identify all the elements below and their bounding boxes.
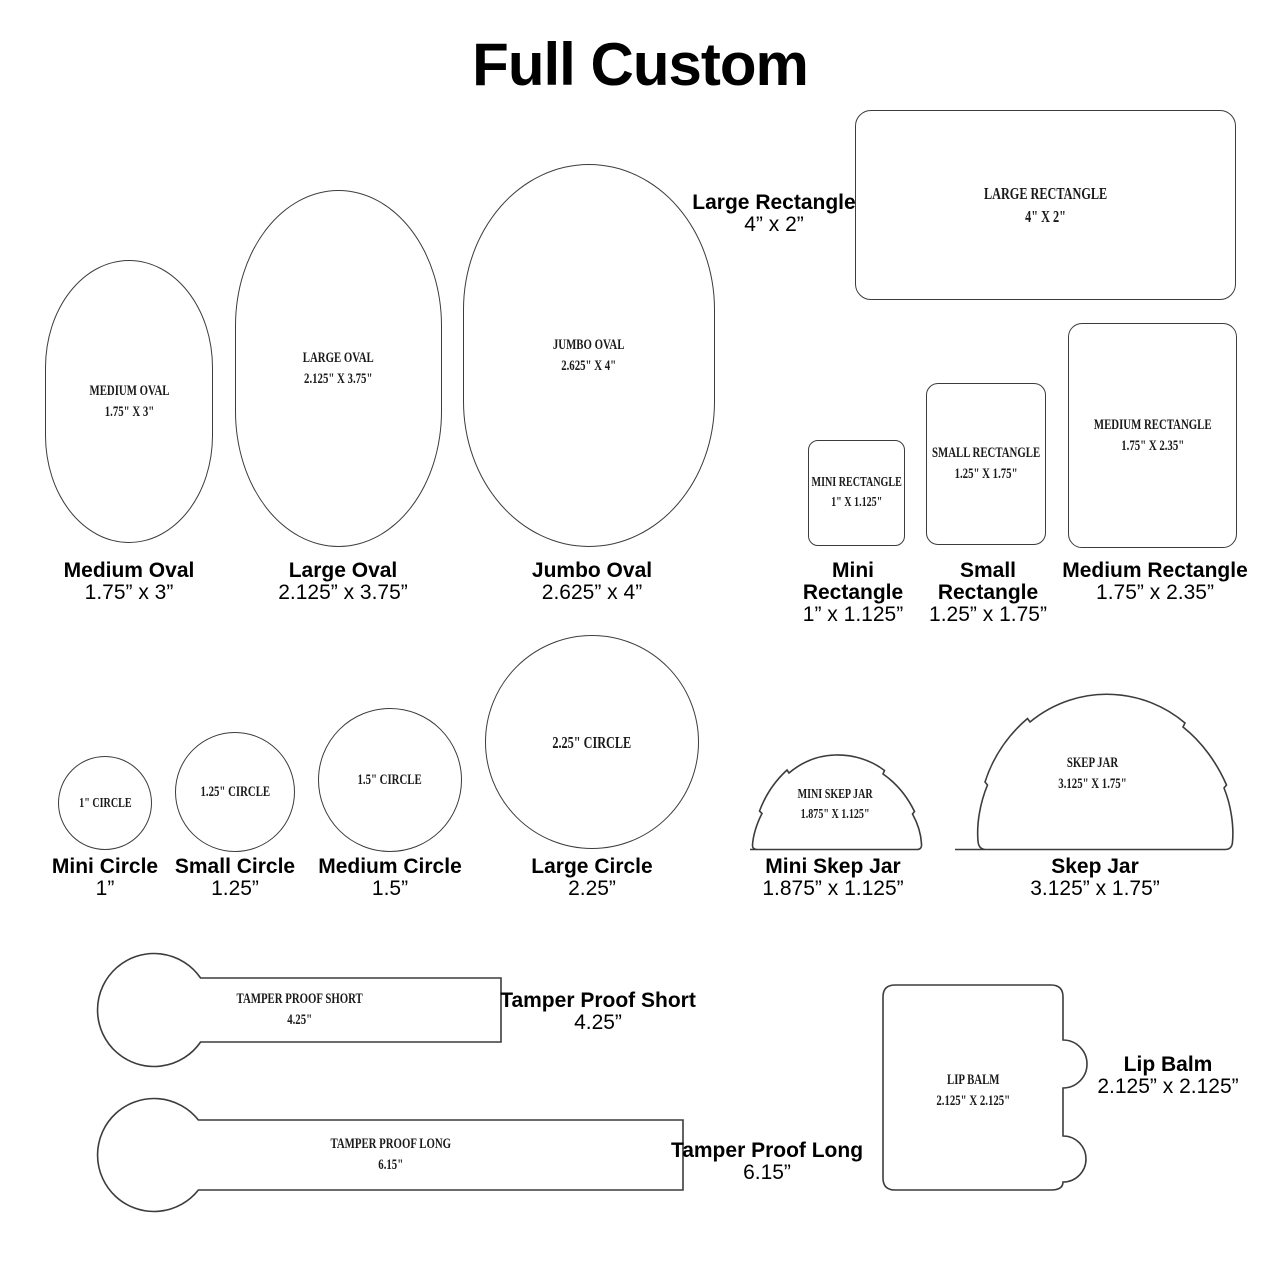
tamper-proof-long-outline — [96, 1097, 684, 1213]
skep-jar-shape: SKEP JAR 3.125" X 1.75" — [947, 683, 1237, 851]
tamper-proof-short-labelwrap: TAMPER PROOF SHORT 4.25" — [96, 952, 503, 1068]
medium-oval-shape: MEDIUM OVAL 1.75" X 3" — [45, 260, 213, 543]
jumbo-oval-shape: JUMBO OVAL 2.625" X 4" — [463, 164, 715, 547]
small-rectangle-shape: SMALL RECTANGLE 1.25" X 1.75" — [926, 383, 1046, 545]
page-title: Full Custom — [472, 31, 809, 98]
tamper-proof-long-caption: Tamper Proof Long 6.15” — [670, 1139, 864, 1184]
mini-skep-jar-shape: MINI SKEP JAR 1.875" X 1.125" — [745, 739, 925, 851]
mini-skep-jar-labelwrap: MINI SKEP JAR 1.875" X 1.125" — [745, 739, 925, 851]
jumbo-oval-caption: Jumbo Oval 2.625” x 4” — [531, 559, 653, 604]
medium-rectangle-shape: MEDIUM RECTANGLE 1.75" X 2.35" — [1068, 323, 1237, 548]
tamper-proof-short-caption: Tamper Proof Short 4.25” — [500, 989, 696, 1034]
skep-jar-outline — [955, 693, 1234, 851]
medium-oval-inner-label: MEDIUM OVAL 1.75" X 3" — [89, 382, 169, 420]
large-rectangle-shape: LARGE RECTANGLE 4" X 2" — [855, 110, 1236, 300]
lip-balm-outline — [882, 984, 1088, 1191]
lip-balm-shape: LIP BALM 2.125" X 2.125" — [880, 983, 1090, 1192]
medium-circle-inner-label: 1.5" CIRCLE — [357, 771, 423, 788]
large-circle-caption: Large Circle 2.25” — [531, 855, 653, 900]
mini-rectangle-inner-label: MINI RECTANGLE 1" X 1.125" — [811, 475, 902, 510]
medium-rectangle-inner-label: MEDIUM RECTANGLE 1.75" X 2.35" — [1093, 416, 1212, 454]
large-circle-shape: 2.25" CIRCLE — [485, 635, 699, 849]
mini-circle-caption: Mini Circle 1” — [51, 855, 159, 900]
medium-circle-shape: 1.5" CIRCLE — [318, 708, 462, 852]
lip-balm-caption: Lip Balm 2.125” x 2.125” — [1097, 1053, 1239, 1098]
medium-circle-caption: Medium Circle 1.5” — [318, 855, 462, 900]
lip-balm-labelwrap: LIP BALM 2.125" X 2.125" — [880, 983, 1066, 1192]
small-circle-inner-label: 1.25" CIRCLE — [200, 783, 270, 800]
mini-rectangle-shape: MINI RECTANGLE 1" X 1.125" — [808, 440, 905, 546]
mini-skep-jar-outline — [750, 754, 923, 851]
tamper-proof-short-inner-label: TAMPER PROOF SHORT 4.25" — [236, 991, 363, 1028]
mini-rectangle-caption: Mini Rectangle 1” x 1.125” — [802, 559, 904, 626]
large-oval-inner-label: LARGE OVAL 2.125" X 3.75" — [303, 349, 374, 387]
medium-rectangle-caption: Medium Rectangle 1.75” x 2.35” — [1062, 559, 1248, 604]
small-circle-caption: Small Circle 1.25” — [174, 855, 296, 900]
tamper-proof-short-outline — [96, 952, 502, 1068]
mini-skep-jar-inner-label: MINI SKEP JAR 1.875" X 1.125" — [797, 787, 873, 822]
jumbo-oval-inner-label: JUMBO OVAL 2.625" X 4" — [553, 336, 625, 374]
mini-circle-shape: 1" CIRCLE — [58, 756, 152, 850]
skep-jar-labelwrap: SKEP JAR 3.125" X 1.75" — [947, 683, 1237, 851]
tamper-proof-long-inner-label: TAMPER PROOF LONG 6.15" — [330, 1136, 451, 1173]
large-circle-inner-label: 2.25" CIRCLE — [552, 732, 632, 752]
mini-circle-inner-label: 1" CIRCLE — [78, 795, 132, 811]
tamper-proof-short-shape: TAMPER PROOF SHORT 4.25" — [96, 952, 503, 1068]
large-oval-caption: Large Oval 2.125” x 3.75” — [278, 559, 408, 604]
large-rectangle-inner-label: LARGE RECTANGLE 4" X 2" — [983, 184, 1108, 226]
mini-skep-jar-caption: Mini Skep Jar 1.875” x 1.125” — [762, 855, 904, 900]
tamper-proof-long-labelwrap: TAMPER PROOF LONG 6.15" — [96, 1097, 685, 1213]
lip-balm-inner-label: LIP BALM 2.125" X 2.125" — [936, 1071, 1010, 1109]
small-rectangle-caption: Small Rectangle 1.25” x 1.75” — [929, 559, 1047, 626]
large-rectangle-caption: Large Rectangle 4” x 2” — [692, 191, 856, 236]
large-oval-shape: LARGE OVAL 2.125" X 3.75" — [235, 190, 442, 547]
skep-jar-inner-label: SKEP JAR 3.125" X 1.75" — [1057, 755, 1127, 792]
small-rectangle-inner-label: SMALL RECTANGLE 1.25" X 1.75" — [931, 445, 1041, 482]
medium-oval-caption: Medium Oval 1.75” x 3” — [63, 559, 195, 604]
tamper-proof-long-shape: TAMPER PROOF LONG 6.15" — [96, 1097, 685, 1213]
small-circle-shape: 1.25" CIRCLE — [175, 732, 295, 852]
skep-jar-caption: Skep Jar 3.125” x 1.75” — [1030, 855, 1160, 900]
